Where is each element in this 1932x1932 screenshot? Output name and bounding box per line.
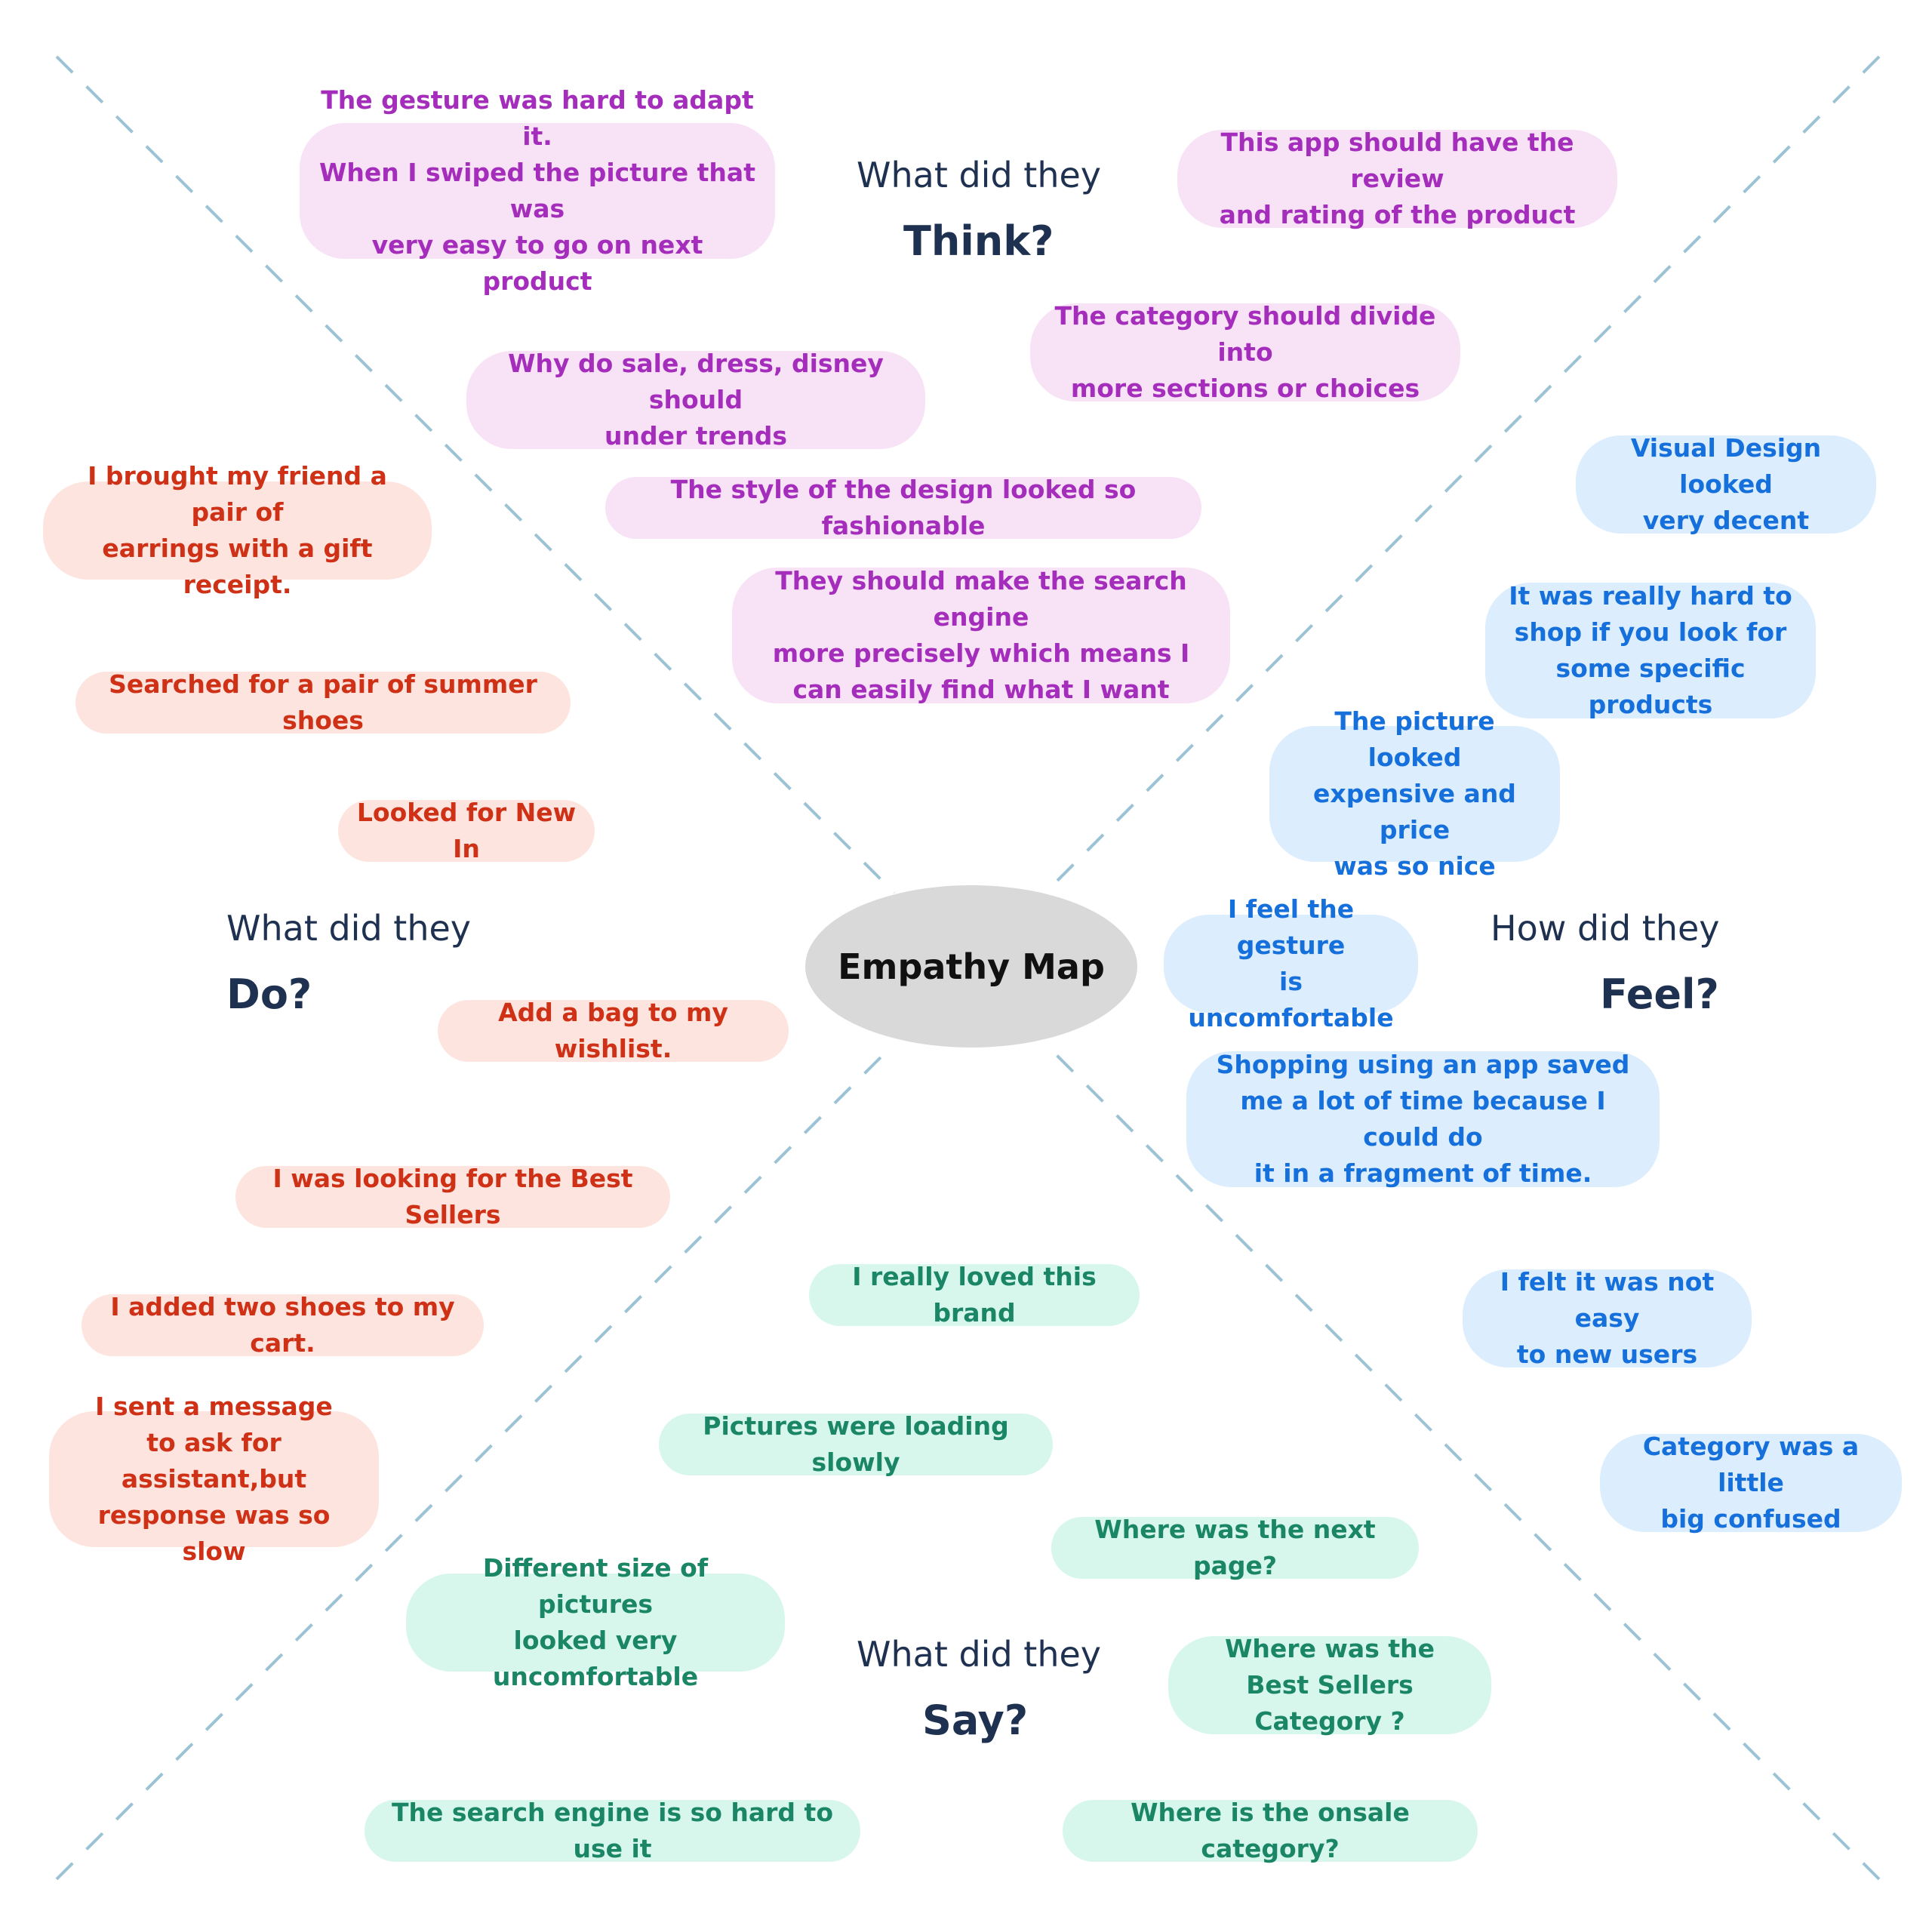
say-note: Pictures were loading slowly [659, 1411, 1053, 1477]
feel-note: Category was a little big confused [1600, 1432, 1902, 1534]
say-note: I really loved this brand [809, 1262, 1140, 1327]
feel-note: Visual Design looked very decent [1576, 433, 1876, 535]
do-heading-line1: What did they [226, 908, 471, 949]
say-heading-line1: What did they [857, 1634, 1101, 1675]
do-note: Add a bag to my wishlist. [438, 998, 789, 1063]
feel-heading-line2: Feel? [1600, 971, 1719, 1018]
do-note: Searched for a pair of summer shoes [75, 669, 571, 735]
do-note: I added two shoes to my cart. [82, 1292, 484, 1358]
say-note: Where was the Best Sellers Category ? [1168, 1634, 1491, 1736]
think-heading-line1: What did they [857, 155, 1101, 195]
divider-bottom-right [1044, 1042, 1881, 1881]
think-note: The category should divide into more sec… [1030, 301, 1460, 403]
do-note: I brought my friend a pair of earrings w… [43, 461, 432, 599]
feel-note: I felt it was not easy to new users [1463, 1267, 1752, 1369]
feel-note: It was really hard to shop if you look f… [1485, 581, 1816, 719]
feel-heading-line1: How did they [1491, 908, 1720, 949]
divider-top-left [55, 55, 896, 894]
think-note: The gesture was hard to adapt it. When I… [300, 85, 775, 296]
feel-note: I feel the gesture is uncomfortable [1164, 894, 1418, 1032]
think-note: Why do sale, dress, disney should under … [466, 349, 925, 451]
empathy-map-center: Empathy Map [805, 885, 1137, 1048]
do-note: Looked for New In [338, 798, 595, 863]
feel-note: The picture looked expensive and price w… [1269, 706, 1560, 881]
think-note: They should make the search engine more … [732, 566, 1230, 704]
say-note: Where is the onsale category? [1063, 1798, 1478, 1863]
feel-note: Shopping using an app saved me a lot of … [1186, 1050, 1660, 1188]
think-heading-line2: Think? [903, 217, 1054, 265]
say-note: Different size of pictures looked very u… [406, 1553, 785, 1691]
divider-top-right [1044, 55, 1881, 894]
divider-bottom-left [55, 1042, 896, 1881]
say-note: The search engine is so hard to use it [365, 1798, 860, 1863]
say-heading-line2: Say? [922, 1697, 1029, 1744]
say-note: Where was the next page? [1051, 1515, 1419, 1580]
do-note: I was looking for the Best Sellers [235, 1164, 670, 1229]
do-heading-line2: Do? [226, 971, 312, 1018]
think-note: The style of the design looked so fashio… [605, 475, 1201, 540]
think-note: This app should have the review and rati… [1177, 128, 1617, 229]
do-note: I sent a message to ask for assistant,bu… [49, 1392, 379, 1566]
